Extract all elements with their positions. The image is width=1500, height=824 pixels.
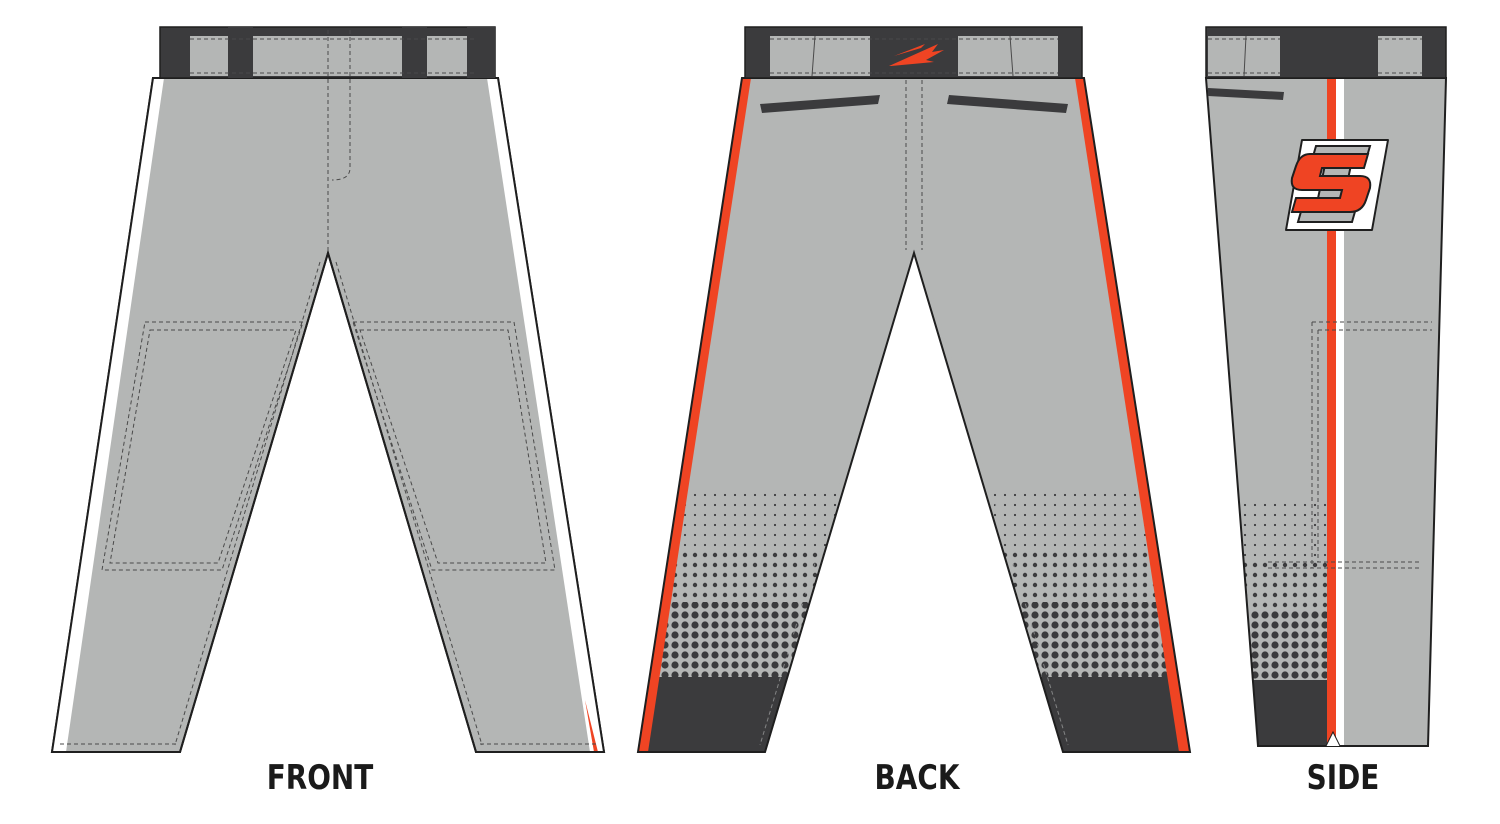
- back-halftone-fade-dark: [638, 602, 1190, 677]
- back-halftone-fade-light: [638, 492, 1190, 552]
- front-left-piping: [52, 78, 164, 752]
- side-hem-band: [1206, 680, 1340, 746]
- side-view-label: SIDE: [1306, 758, 1380, 798]
- brand-trident-logo: [889, 44, 944, 66]
- back-halftone-fade-mid: [638, 552, 1190, 602]
- back-right-orange-stripe: [1075, 78, 1190, 752]
- back-view: [636, 26, 1192, 753]
- side-orange-stripe: [1327, 78, 1336, 746]
- team-monogram-patch: [1285, 139, 1389, 231]
- front-fly-stitch: [327, 30, 351, 250]
- side-view: [1204, 26, 1448, 747]
- back-right-pocket: [947, 95, 1068, 113]
- back-hem-band: [638, 677, 1190, 752]
- side-white-stripe: [1336, 78, 1344, 746]
- front-belt-loop-3: [467, 27, 495, 78]
- front-right-piping: [487, 78, 604, 752]
- front-view: [50, 26, 606, 753]
- back-left-orange-stripe: [638, 78, 751, 752]
- side-pocket: [1208, 88, 1284, 100]
- front-view-label: FRONT: [266, 758, 374, 798]
- front-right-accent-line: [585, 700, 598, 752]
- back-left-pocket: [760, 95, 880, 113]
- front-belt-loop-1: [228, 27, 253, 78]
- back-view-label: BACK: [874, 758, 960, 798]
- front-right-knee-patch: [352, 321, 556, 571]
- front-left-knee-patch: [101, 321, 304, 571]
- front-belt-loop-2: [402, 27, 427, 78]
